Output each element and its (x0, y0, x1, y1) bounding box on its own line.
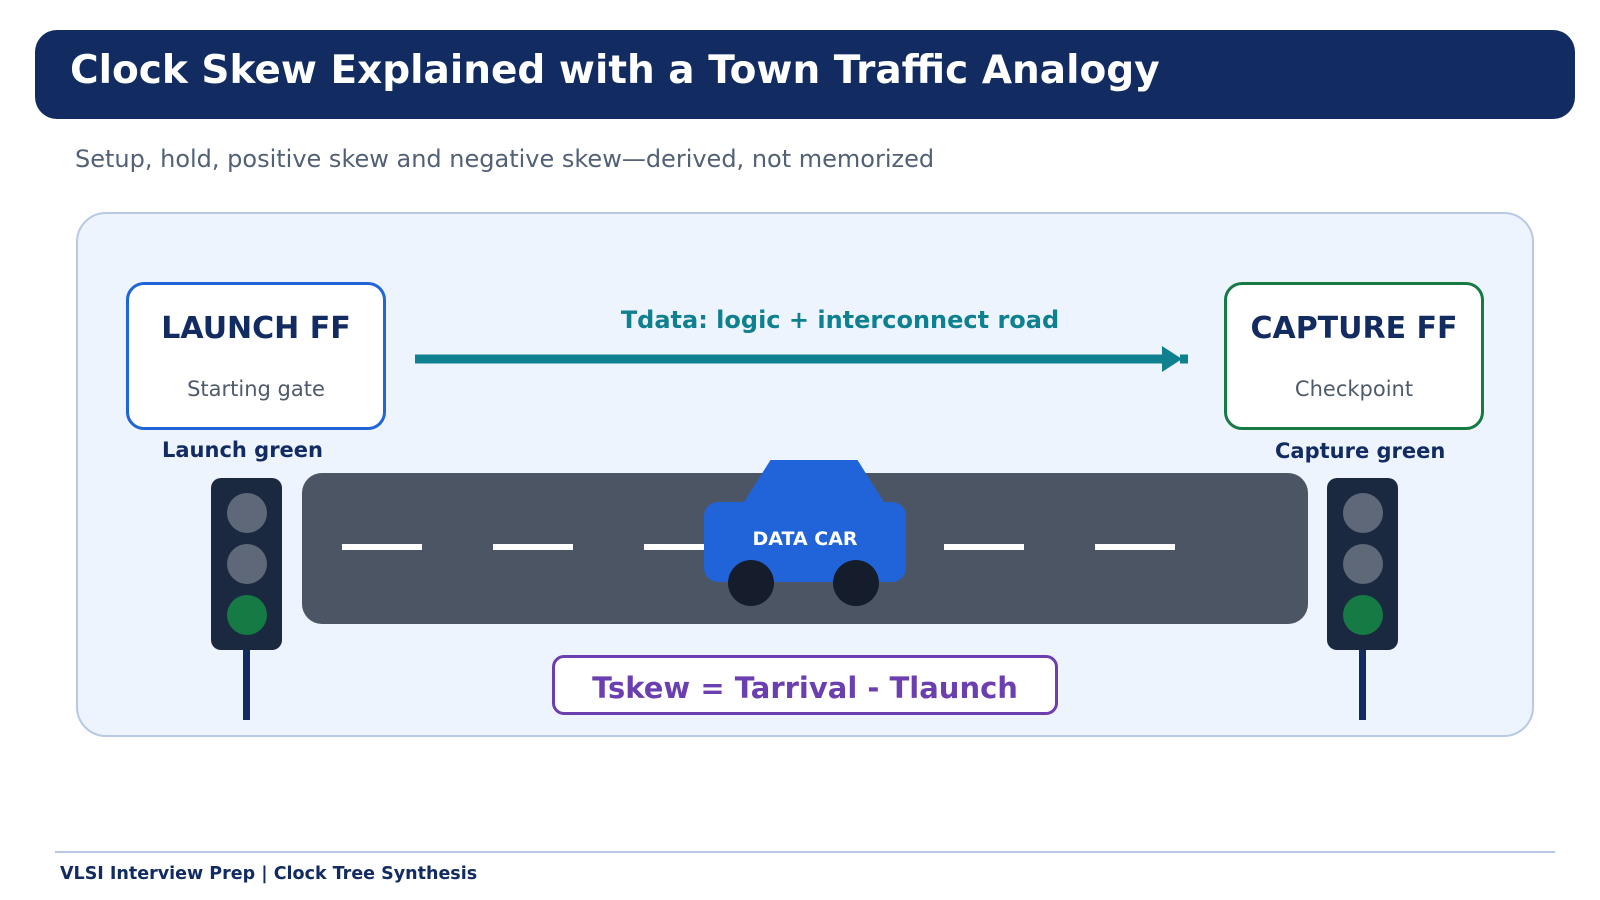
car-wheel (833, 560, 879, 606)
traffic-light-icon (1327, 478, 1398, 650)
lane-marking (644, 544, 724, 550)
skew-formula-box: Tskew = Tarrival - Tlaunch (552, 655, 1058, 715)
data-path-arrow-tip (1180, 354, 1188, 364)
red-lamp (1342, 493, 1383, 533)
data-path-arrow-head (1162, 346, 1182, 372)
capture-ff-box: CAPTURE FF Checkpoint (1224, 282, 1484, 430)
capture-ff-subtitle: Checkpoint (1294, 377, 1414, 401)
page-subtitle: Setup, hold, positive skew and negative … (75, 145, 935, 173)
capture-signal-label: Capture green (1275, 439, 1446, 463)
traffic-light-pole (243, 650, 250, 720)
lane-marking (1095, 544, 1175, 550)
footer-text: VLSI Interview Prep | Clock Tree Synthes… (60, 864, 478, 884)
yellow-lamp (1342, 544, 1383, 584)
launch-ff-box: LAUNCH FF Starting gate (126, 282, 386, 430)
launch-ff-subtitle: Starting gate (187, 377, 325, 401)
launch-signal-label: Launch green (162, 438, 323, 462)
traffic-light-pole (1359, 650, 1366, 720)
page-title: Clock Skew Explained with a Town Traffic… (70, 48, 1160, 93)
title-banner: Clock Skew Explained with a Town Traffic… (35, 30, 1575, 119)
yellow-lamp (226, 544, 267, 584)
car-label: DATA CAR (752, 528, 858, 550)
skew-formula: Tskew = Tarrival - Tlaunch (592, 671, 1018, 705)
data-path-arrow-shaft (415, 354, 1170, 364)
launch-ff-title: LAUNCH FF (161, 311, 351, 346)
red-lamp (226, 493, 267, 533)
car-wheel (728, 560, 774, 606)
data-path-label: Tdata: logic + interconnect road (620, 306, 1060, 334)
arrow-right-icon (415, 346, 1188, 372)
green-lamp (1342, 595, 1383, 635)
green-lamp (226, 595, 267, 635)
lane-marking (493, 544, 573, 550)
car-icon: DATA CAR (702, 460, 908, 610)
lane-marking (944, 544, 1024, 550)
traffic-light-icon (211, 478, 282, 650)
capture-ff-title: CAPTURE FF (1250, 311, 1458, 346)
footer-divider (55, 851, 1555, 853)
lane-marking (342, 544, 422, 550)
